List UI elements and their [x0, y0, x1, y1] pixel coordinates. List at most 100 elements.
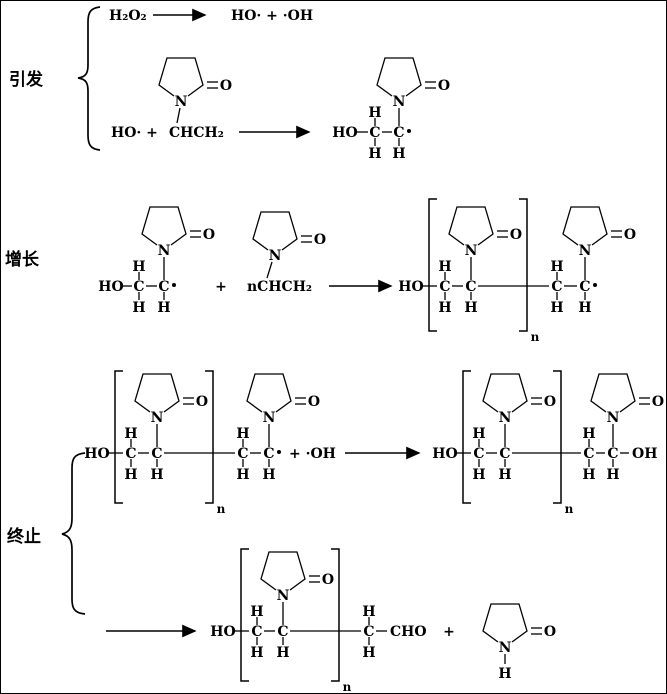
c-atom: C: [465, 279, 476, 295]
h-atom: H: [438, 300, 451, 316]
n-c-bond: [266, 261, 273, 279]
h-atom: H: [250, 645, 263, 661]
radical-dot: [172, 283, 176, 287]
h-atom: H: [438, 259, 451, 275]
repeat-unit-brackets: [462, 370, 562, 504]
radical-products: HO· + ·OH: [231, 8, 313, 24]
c-atom: C: [393, 125, 404, 141]
c-atom: C: [158, 279, 169, 295]
h-atom: H: [236, 467, 249, 483]
h-atom: H: [236, 426, 249, 442]
bonds: [357, 108, 400, 146]
pyrrolidone-ring: [482, 603, 557, 657]
repeat-unit-brackets: [240, 548, 340, 682]
c-atom: C: [237, 446, 248, 462]
initiation-brace: [77, 6, 101, 151]
polymer-radical-left: HO n: [84, 370, 336, 516]
h-atom: H: [362, 645, 375, 661]
bonds: [109, 424, 270, 467]
h-atom: H: [262, 467, 275, 483]
radical-dot: [277, 450, 281, 454]
h-atom: H: [157, 300, 170, 316]
ho-group: HO: [210, 624, 235, 640]
propagation-label: 增长: [5, 249, 40, 270]
vinylpyrrolidone-monomer: HO· + CHCH₂: [111, 57, 233, 141]
pyrrolidone-ring: [141, 206, 216, 260]
ho-group: HO: [332, 125, 357, 141]
c-atom: C: [607, 446, 618, 462]
initiation-section: 引发 H₂O₂ HO· + ·OH HO· + CHCH₂: [9, 6, 451, 162]
h-atom: H: [498, 467, 511, 483]
h-atom: H: [132, 259, 145, 275]
pyrrolidone-ring: [482, 373, 557, 427]
repeat-n: n: [343, 680, 352, 693]
aldehyde-terminated-polymer: HO n C: [210, 548, 427, 693]
h-atom: H: [582, 467, 595, 483]
c-atom: C: [125, 446, 136, 462]
bonds: [423, 257, 586, 300]
h-atom: H: [392, 146, 405, 162]
oh-end-group: OH: [632, 446, 657, 462]
h-atom: H: [250, 604, 263, 620]
monomer-n-units: nCHCH₂: [247, 211, 327, 295]
pyrrolidone-ring: [448, 206, 523, 260]
h-atom: H: [368, 105, 381, 121]
h2o2-formula: H₂O₂: [109, 8, 147, 24]
repeat-n: n: [565, 502, 574, 516]
c-atom: C: [499, 446, 510, 462]
vinyl-group: CHCH₂: [169, 125, 224, 141]
c-atom: C: [369, 125, 380, 141]
radical-dot: [407, 129, 411, 133]
termination-label: 终止: [7, 526, 41, 547]
pyrrolidone-ring: [376, 57, 451, 111]
n-monomer-formula: nCHCH₂: [247, 279, 312, 295]
pyrrolidone-ring: [252, 211, 327, 265]
c-atom: C: [473, 446, 484, 462]
polymer-radical-product: HO n C C: [398, 198, 637, 344]
termination-line-1: HO n: [84, 370, 665, 516]
h-atom: H: [464, 300, 477, 316]
repeat-unit-brackets: [114, 370, 214, 504]
c-atom: C: [263, 446, 274, 462]
h-atom: H: [124, 467, 137, 483]
h-atom: H: [606, 467, 619, 483]
initiation-label: 引发: [9, 69, 44, 90]
h-atom: H: [578, 300, 591, 316]
propagation-section: 增长 HO C C H H H + nCHCH₂: [5, 198, 637, 344]
growing-radical: HO C C H H H: [98, 206, 216, 316]
c-atom: C: [151, 446, 162, 462]
c-atom: C: [579, 279, 590, 295]
h-atom: H: [368, 146, 381, 162]
ho-group: HO: [432, 446, 457, 462]
repeat-n: n: [217, 502, 226, 516]
pyrrolidone-ring: [158, 57, 233, 111]
h-atom: H: [472, 426, 485, 442]
plus-sign: +: [215, 279, 227, 295]
c-atom: C: [133, 279, 144, 295]
termination-line-2: HO n C: [106, 548, 557, 693]
termination-brace: [61, 452, 86, 615]
repeat-unit-brackets: [428, 198, 528, 332]
h-atom: H: [276, 645, 289, 661]
hydroxyl-terminated-polymer: HO n: [432, 370, 665, 516]
h2o2-homolysis: H₂O₂ HO· + ·OH: [109, 8, 313, 24]
initiated-radical: HO C C H H H: [332, 57, 451, 162]
radical-dot: [593, 283, 597, 287]
pyrrolidone-ring: [562, 206, 637, 260]
cho-end-group: CHO: [390, 624, 427, 640]
pyrrolidone-ring: [260, 551, 335, 605]
h-atom: H: [124, 426, 137, 442]
c-atom: C: [251, 624, 262, 640]
c-atom: C: [551, 279, 562, 295]
free-pyrrolidone: H: [482, 603, 557, 682]
h-atom: H: [498, 666, 511, 682]
plus-hydroxyl: + ·OH: [289, 446, 336, 462]
h-atom: H: [362, 604, 375, 620]
h-atom: H: [582, 426, 595, 442]
ho-radical-plus: HO· +: [111, 125, 158, 141]
h-atom: H: [132, 300, 145, 316]
c-atom: C: [363, 624, 374, 640]
ho-group: HO: [84, 446, 109, 462]
pyrrolidone-ring: [134, 373, 209, 427]
